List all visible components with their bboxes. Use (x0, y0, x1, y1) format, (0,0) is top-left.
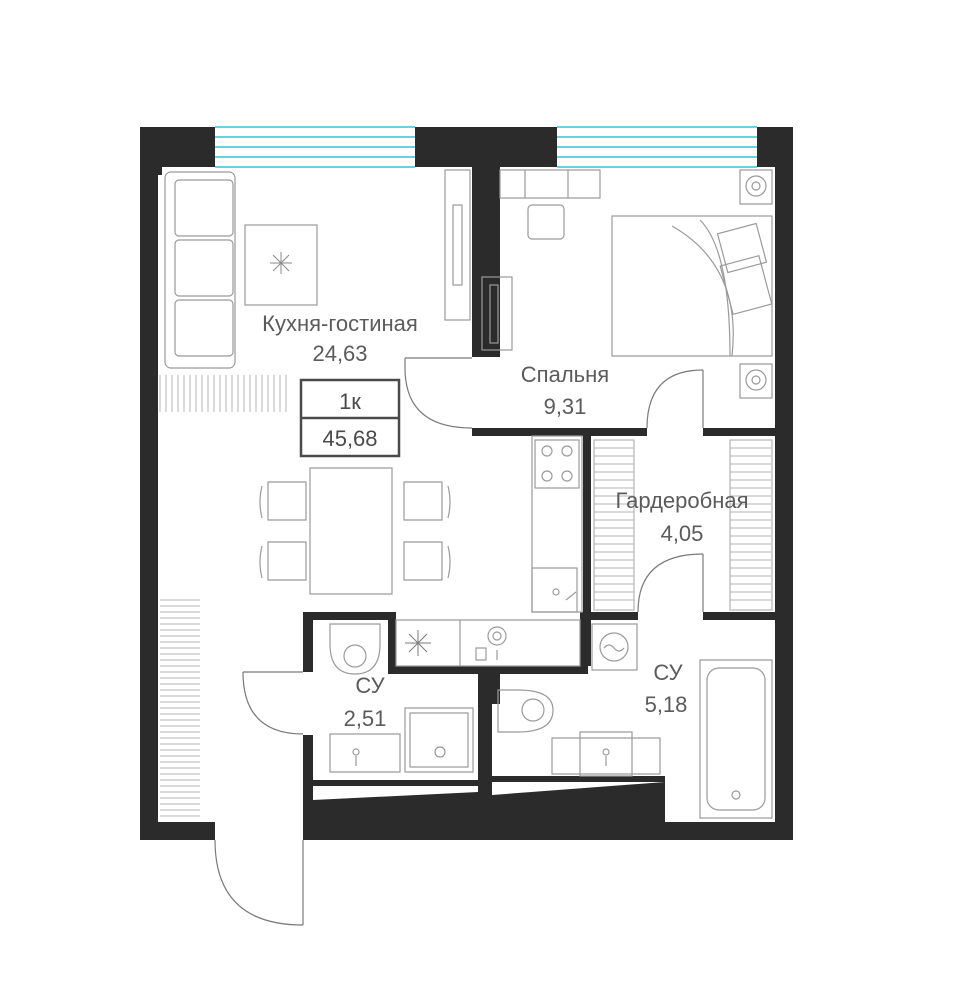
floor-hatch-left (160, 599, 200, 817)
room-label-kitchen-living: Кухня-гостиная 24,63 (262, 311, 418, 366)
carpet (244, 224, 318, 306)
niche-left (140, 167, 162, 175)
room-area: 4,05 (661, 521, 704, 546)
outer-walls (140, 127, 793, 840)
window-right (557, 126, 757, 168)
wall-wardrobe-left (583, 436, 591, 666)
small-bath-door (242, 671, 304, 735)
room-name: СУ (653, 660, 683, 685)
bedroom-tv-unit (481, 276, 513, 351)
wall-bottom-right (303, 822, 793, 840)
wardrobe-door (646, 369, 704, 429)
room-area: 9,31 (544, 394, 587, 419)
wall-bedroom-bottom-left (472, 428, 647, 436)
wardrobe-shelves (593, 439, 773, 611)
sofa (164, 171, 236, 369)
wall-top-middle (415, 127, 557, 167)
small-bath-shower (404, 707, 474, 773)
window-left (215, 126, 415, 168)
wall-kitchen-right (580, 612, 588, 674)
room-area: 2,51 (344, 706, 387, 731)
bedroom-stool (527, 204, 565, 240)
tv-unit (444, 169, 471, 321)
wall-wardrobe-bottom-right (703, 612, 775, 620)
wall-left (140, 127, 158, 840)
kitchen-appliances (395, 619, 581, 667)
entrance-door (214, 839, 304, 926)
wall-kitchen-bath (388, 612, 396, 674)
room-label-bathroom-small: СУ 2,51 (344, 673, 387, 731)
kitchen-counter (531, 435, 583, 613)
wall-between-baths (478, 674, 492, 834)
wardrobe-door-lower (637, 553, 704, 613)
dining-table (309, 467, 393, 595)
wall-bath-small-left-top (303, 612, 313, 672)
apartment-summary: 1к 45,68 (299, 378, 401, 458)
room-label-bathroom-large: СУ 5,18 (645, 660, 688, 717)
shaft-right (492, 782, 665, 822)
large-bath-toilet (497, 689, 554, 733)
apartment-type: 1к (339, 389, 361, 414)
wall-wardrobe-bottom-left (583, 612, 638, 620)
small-bath-sink (329, 733, 401, 773)
wall-bath-small-left-bottom (303, 735, 313, 835)
bathtub (699, 659, 773, 819)
wall-kitchen-bottom (388, 666, 588, 674)
bedroom-door (404, 357, 473, 429)
room-area: 24,63 (312, 341, 367, 366)
room-area: 5,18 (645, 692, 688, 717)
bedroom-shelf (499, 169, 601, 199)
shaft-left (313, 792, 478, 822)
wall-bath-large-top-stub (492, 674, 500, 704)
wall-bottom-left (140, 822, 215, 840)
carpet-star-icon (270, 252, 292, 274)
shaft-left-top (313, 780, 478, 786)
room-name: Гардеробная (615, 488, 748, 513)
room-label-wardrobe: Гардеробная 4,05 (615, 488, 748, 546)
room-name: Спальня (521, 362, 609, 387)
room-label-bedroom: Спальня 9,31 (521, 362, 609, 419)
washing-machine (591, 623, 638, 671)
wall-living-bedroom (472, 167, 500, 357)
cooktop (534, 439, 580, 489)
interior-walls (303, 167, 775, 835)
floor-hatch-top (159, 375, 287, 412)
dining-chairs (259, 481, 451, 581)
room-name: Кухня-гостиная (262, 311, 418, 336)
apartment-total-area: 45,68 (322, 426, 377, 451)
bed (611, 215, 773, 357)
room-name: СУ (355, 673, 385, 698)
fridge-snowflake-icon (405, 630, 431, 656)
wall-right (775, 127, 793, 840)
large-bath-sink (551, 731, 661, 777)
wall-bath-small-top (303, 612, 388, 620)
nightstands (739, 169, 773, 399)
shaft-right-top (492, 776, 665, 782)
small-bath-toilet (329, 623, 381, 675)
wall-bedroom-bottom-right (703, 428, 775, 436)
